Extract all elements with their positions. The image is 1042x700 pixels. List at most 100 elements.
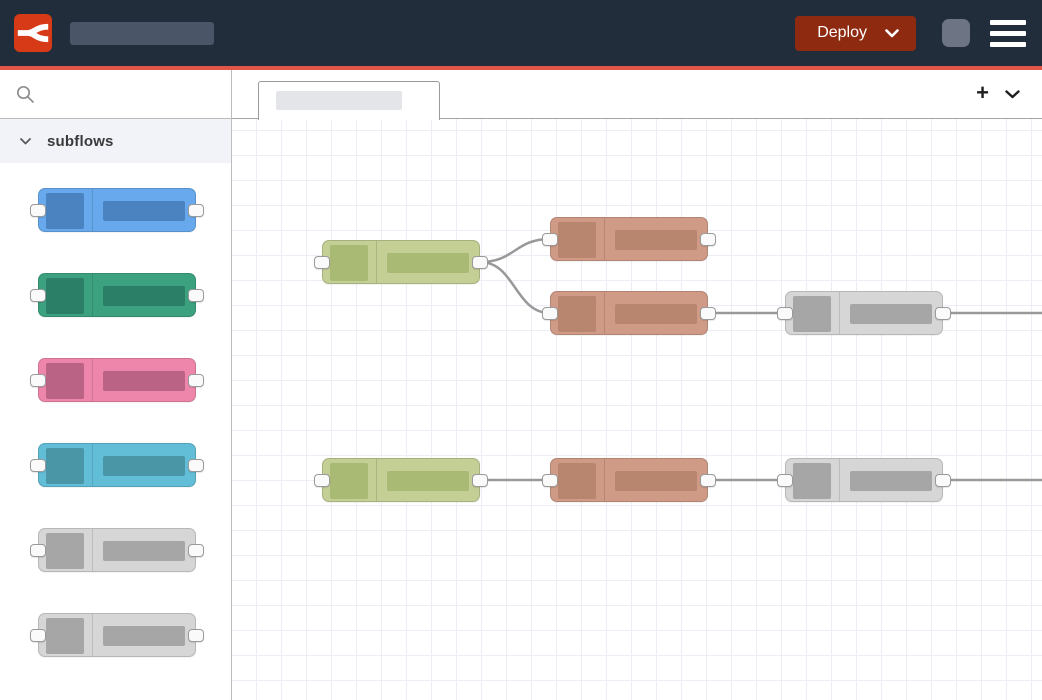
input-port[interactable] xyxy=(30,289,46,302)
input-port[interactable] xyxy=(30,629,46,642)
input-port[interactable] xyxy=(542,233,558,246)
output-port[interactable] xyxy=(700,474,716,487)
node-divider xyxy=(92,189,93,231)
node-divider xyxy=(376,459,377,501)
output-port[interactable] xyxy=(700,233,716,246)
node-label-placeholder xyxy=(615,471,697,491)
header-bar: Deploy xyxy=(0,0,1042,66)
input-port[interactable] xyxy=(542,307,558,320)
node-label-placeholder xyxy=(387,471,469,491)
node-label-placeholder xyxy=(103,201,185,221)
palette-sidebar: subflows xyxy=(0,70,232,700)
node-icon xyxy=(46,278,84,314)
node-divider xyxy=(92,274,93,316)
palette-node-blue[interactable] xyxy=(30,188,204,232)
node-icon xyxy=(558,296,596,332)
tab-label-placeholder xyxy=(276,91,402,110)
node-red-logo-icon[interactable] xyxy=(14,14,52,52)
palette-search[interactable] xyxy=(0,70,231,119)
node-divider xyxy=(604,459,605,501)
node-icon xyxy=(330,245,368,281)
main-area: subflows + xyxy=(0,70,1042,700)
node-icon xyxy=(793,463,831,499)
deploy-button[interactable]: Deploy xyxy=(795,15,916,51)
palette-node-cyan[interactable] xyxy=(30,443,204,487)
flow-node-gray-2[interactable] xyxy=(777,458,951,502)
flow-tab[interactable] xyxy=(258,81,440,120)
user-avatar[interactable] xyxy=(942,19,970,47)
output-port[interactable] xyxy=(188,289,204,302)
node-divider xyxy=(92,529,93,571)
flow-node-salmon-1[interactable] xyxy=(542,217,716,261)
node-icon xyxy=(46,448,84,484)
output-port[interactable] xyxy=(472,256,488,269)
wire[interactable] xyxy=(479,260,551,315)
node-label-placeholder xyxy=(850,471,932,491)
palette-category-subflows[interactable]: subflows xyxy=(0,119,231,163)
deploy-label: Deploy xyxy=(817,24,867,41)
header-accent-line xyxy=(0,66,1042,70)
wire-layer xyxy=(479,237,1042,482)
output-port[interactable] xyxy=(188,204,204,217)
input-port[interactable] xyxy=(30,374,46,387)
node-label-placeholder xyxy=(103,541,185,561)
node-label-placeholder xyxy=(615,230,697,250)
wire[interactable] xyxy=(479,237,551,264)
input-port[interactable] xyxy=(777,307,793,320)
palette-node-green[interactable] xyxy=(30,273,204,317)
node-divider xyxy=(92,444,93,486)
hamburger-menu-icon[interactable] xyxy=(990,19,1026,47)
node-label-placeholder xyxy=(103,456,185,476)
flow-node-olive-2[interactable] xyxy=(314,458,488,502)
node-divider xyxy=(92,614,93,656)
workspace-actions: + xyxy=(976,70,1020,119)
node-label-placeholder xyxy=(615,304,697,324)
flow-canvas[interactable] xyxy=(232,119,1042,700)
node-icon xyxy=(330,463,368,499)
node-label-placeholder xyxy=(103,626,185,646)
chevron-down-icon xyxy=(1005,90,1020,99)
palette-node-list xyxy=(0,163,231,700)
node-divider xyxy=(604,218,605,260)
output-port[interactable] xyxy=(188,544,204,557)
input-port[interactable] xyxy=(314,256,330,269)
node-divider xyxy=(92,359,93,401)
input-port[interactable] xyxy=(30,544,46,557)
node-label-placeholder xyxy=(103,371,185,391)
flow-tab-bar: + xyxy=(232,70,1042,120)
node-icon xyxy=(46,533,84,569)
search-icon xyxy=(16,85,34,103)
logo-glyph xyxy=(17,23,49,43)
output-port[interactable] xyxy=(935,307,951,320)
flow-node-salmon-3[interactable] xyxy=(542,458,716,502)
node-icon xyxy=(46,618,84,654)
output-port[interactable] xyxy=(188,374,204,387)
input-port[interactable] xyxy=(777,474,793,487)
node-label-placeholder xyxy=(850,304,932,324)
node-icon xyxy=(46,363,84,399)
node-label-placeholder xyxy=(103,286,185,306)
palette-node-pink[interactable] xyxy=(30,358,204,402)
output-port[interactable] xyxy=(700,307,716,320)
output-port[interactable] xyxy=(935,474,951,487)
add-flow-button[interactable]: + xyxy=(976,80,989,105)
flow-list-button[interactable] xyxy=(1005,90,1020,99)
node-icon xyxy=(793,296,831,332)
output-port[interactable] xyxy=(188,459,204,472)
category-label: subflows xyxy=(47,132,114,150)
palette-node-gray-2[interactable] xyxy=(30,613,204,657)
input-port[interactable] xyxy=(314,474,330,487)
flow-node-gray-1[interactable] xyxy=(777,291,951,335)
workspace: + xyxy=(232,70,1042,700)
flow-node-salmon-2[interactable] xyxy=(542,291,716,335)
output-port[interactable] xyxy=(472,474,488,487)
flow-node-olive-1[interactable] xyxy=(314,240,488,284)
input-port[interactable] xyxy=(30,204,46,217)
node-divider xyxy=(604,292,605,334)
menu-bar xyxy=(990,30,1026,36)
input-port[interactable] xyxy=(542,474,558,487)
palette-node-gray-1[interactable] xyxy=(30,528,204,572)
input-port[interactable] xyxy=(30,459,46,472)
output-port[interactable] xyxy=(188,629,204,642)
